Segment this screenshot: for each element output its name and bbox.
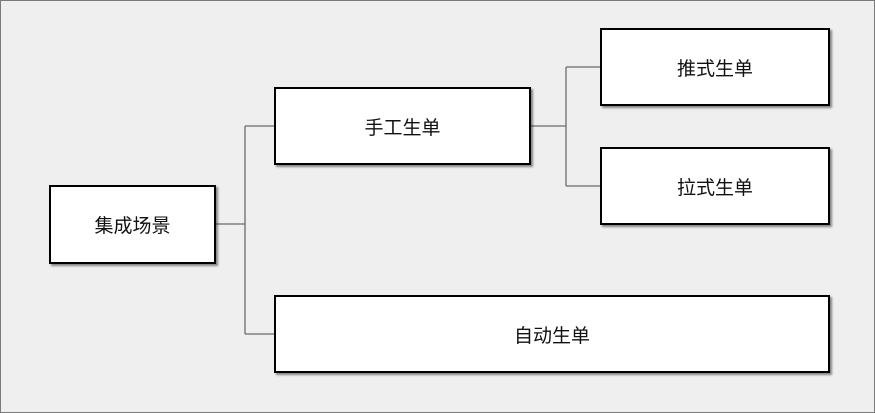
node-push-generation: 推式生单 <box>600 28 830 106</box>
node-pull-generation: 拉式生单 <box>600 147 830 225</box>
node-label: 自动生单 <box>513 324 590 347</box>
node-label: 推式生单 <box>676 57 753 80</box>
node-integration-scenario: 集成场景 <box>49 185 216 264</box>
node-auto-generation: 自动生单 <box>274 295 830 373</box>
node-label: 集成场景 <box>94 215 171 237</box>
node-label: 拉式生单 <box>676 176 753 199</box>
node-manual-generation: 手工生单 <box>274 87 531 165</box>
node-label: 手工生单 <box>364 116 441 139</box>
